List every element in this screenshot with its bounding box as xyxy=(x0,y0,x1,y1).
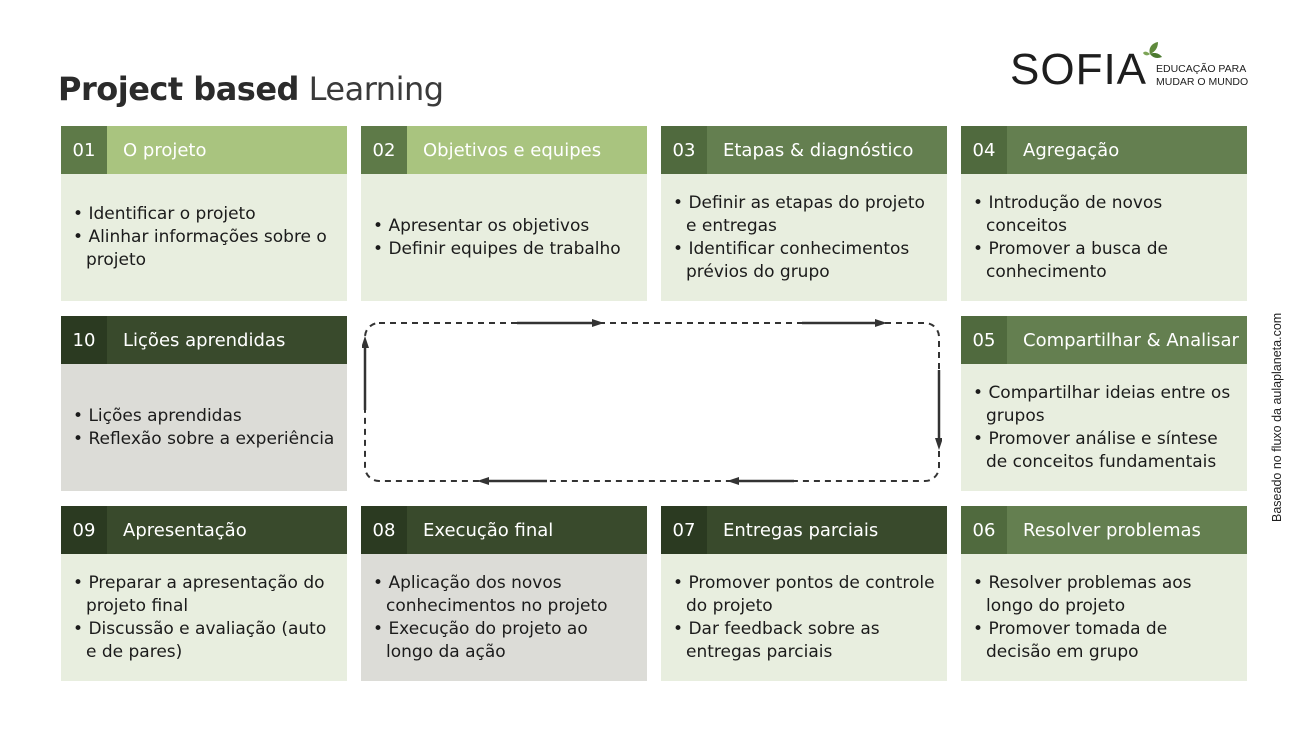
card-07: 07 Entregas parciais Promover pontos de … xyxy=(661,506,947,681)
card-title: Compartilhar & Analisar xyxy=(1023,329,1239,351)
arrow-left-bottom-2 xyxy=(477,477,547,485)
card-list: Preparar a apresentação do projeto final… xyxy=(61,572,347,664)
logo-tagline: EDUCAÇÃO PARA MUDAR O MUNDO xyxy=(1156,63,1248,89)
list-item: Definir as etapas do projeto e entregas xyxy=(673,192,937,238)
list-item: Reflexão sobre a experiência xyxy=(73,428,334,451)
card-header: 08 Execução final xyxy=(361,506,647,554)
card-05: 05 Compartilhar & Analisar Compartilhar … xyxy=(961,316,1247,491)
card-header: 05 Compartilhar & Analisar xyxy=(961,316,1247,364)
card-number: 02 xyxy=(361,126,407,174)
arrow-down-right xyxy=(935,370,942,450)
card-title: Apresentação xyxy=(123,519,247,541)
card-body: Promover pontos de controle do projeto D… xyxy=(661,554,947,681)
list-item: Promover pontos de controle do projeto xyxy=(673,572,937,618)
list-item: Lições aprendidas xyxy=(73,405,334,428)
card-header: 10 Lições aprendidas xyxy=(61,316,347,364)
card-body: Aplicação dos novos conhecimentos no pro… xyxy=(361,554,647,681)
card-body: Compartilhar ideias entre os grupos Prom… xyxy=(961,364,1247,491)
list-item: Alinhar informações sobre o projeto xyxy=(73,226,337,272)
card-body: Apresentar os objetivos Definir equipes … xyxy=(361,174,647,301)
card-title: Entregas parciais xyxy=(723,519,879,541)
logo-tagline-1: EDUCAÇÃO PARA xyxy=(1156,63,1247,75)
title-bold: Project based xyxy=(58,70,299,108)
card-body: Preparar a apresentação do projeto final… xyxy=(61,554,347,681)
card-list: Compartilhar ideias entre os grupos Prom… xyxy=(961,382,1247,474)
list-item: Apresentar os objetivos xyxy=(373,215,621,238)
card-title: O projeto xyxy=(123,139,207,161)
card-number: 01 xyxy=(61,126,107,174)
card-title: Agregação xyxy=(1023,139,1120,161)
list-item: Compartilhar ideias entre os grupos xyxy=(973,382,1237,428)
card-header: 07 Entregas parciais xyxy=(661,506,947,554)
card-list: Definir as etapas do projeto e entregas … xyxy=(661,192,947,284)
cycle-flow-arrows xyxy=(362,319,942,485)
arrow-left-bottom-1 xyxy=(727,477,794,485)
card-list: Lições aprendidas Reflexão sobre a exper… xyxy=(61,405,344,451)
card-number: 08 xyxy=(361,506,407,554)
card-title: Objetivos e equipes xyxy=(423,139,602,161)
card-06: 06 Resolver problemas Resolver problemas… xyxy=(961,506,1247,681)
card-body: Introdução de novos conceitos Promover a… xyxy=(961,174,1247,301)
card-09: 09 Apresentação Preparar a apresentação … xyxy=(61,506,347,681)
list-item: Discussão e avaliação (auto e de pares) xyxy=(73,618,337,664)
card-header: 02 Objetivos e equipes xyxy=(361,126,647,174)
card-number: 06 xyxy=(961,506,1007,554)
card-number: 07 xyxy=(661,506,707,554)
card-header: 01 O projeto xyxy=(61,126,347,174)
card-body: Definir as etapas do projeto e entregas … xyxy=(661,174,947,301)
card-list: Introdução de novos conceitos Promover a… xyxy=(961,192,1247,284)
card-list: Aplicação dos novos conhecimentos no pro… xyxy=(361,572,647,664)
card-body: Lições aprendidas Reflexão sobre a exper… xyxy=(61,364,347,491)
list-item: Identificar o projeto xyxy=(73,203,337,226)
card-body: Resolver problemas aos longo do projeto … xyxy=(961,554,1247,681)
card-body: Identificar o projeto Alinhar informaçõe… xyxy=(61,174,347,301)
list-item: Introdução de novos conceitos xyxy=(973,192,1237,238)
logo-tagline-2: MUDAR O MUNDO xyxy=(1156,76,1249,88)
list-item: Promover tomada de decisão em grupo xyxy=(973,618,1237,664)
arrow-up-left xyxy=(362,336,369,410)
card-title: Lições aprendidas xyxy=(123,329,286,351)
card-list: Promover pontos de controle do projeto D… xyxy=(661,572,947,664)
card-04: 04 Agregação Introdução de novos conceit… xyxy=(961,126,1247,301)
card-title: Execução final xyxy=(423,519,554,541)
card-list: Apresentar os objetivos Definir equipes … xyxy=(361,215,631,261)
list-item: Preparar a apresentação do projeto final xyxy=(73,572,337,618)
card-list: Identificar o projeto Alinhar informaçõe… xyxy=(61,203,347,272)
card-header: 03 Etapas & diagnóstico xyxy=(661,126,947,174)
list-item: Execução do projeto ao longo da ação xyxy=(373,618,637,664)
card-number: 03 xyxy=(661,126,707,174)
cycle-dashed-loop xyxy=(364,322,940,482)
card-list: Resolver problemas aos longo do projeto … xyxy=(961,572,1247,664)
list-item: Promover a busca de conhecimento xyxy=(973,238,1237,284)
card-number: 10 xyxy=(61,316,107,364)
list-item: Identificar conhecimentos prévios do gru… xyxy=(673,238,937,284)
card-10: 10 Lições aprendidas Lições aprendidas R… xyxy=(61,316,347,491)
logo-word: SOFIA xyxy=(1010,45,1148,94)
source-note: Baseado no fluxo da aulaplaneta.com xyxy=(1270,312,1284,522)
page-title: Project based Learning xyxy=(58,70,444,108)
card-header: 09 Apresentação xyxy=(61,506,347,554)
leaf-icon xyxy=(1143,42,1162,58)
arrow-right-top-1 xyxy=(517,319,604,327)
list-item: Resolver problemas aos longo do projeto xyxy=(973,572,1237,618)
card-01: 01 O projeto Identificar o projeto Alinh… xyxy=(61,126,347,301)
card-title: Etapas & diagnóstico xyxy=(723,139,914,161)
card-08: 08 Execução final Aplicação dos novos co… xyxy=(361,506,647,681)
card-header: 04 Agregação xyxy=(961,126,1247,174)
card-number: 05 xyxy=(961,316,1007,364)
card-number: 09 xyxy=(61,506,107,554)
card-number: 04 xyxy=(961,126,1007,174)
card-header: 06 Resolver problemas xyxy=(961,506,1247,554)
card-title: Resolver problemas xyxy=(1023,519,1201,541)
list-item: Dar feedback sobre as entregas parciais xyxy=(673,618,937,664)
list-item: Aplicação dos novos conhecimentos no pro… xyxy=(373,572,637,618)
card-02: 02 Objetivos e equipes Apresentar os obj… xyxy=(361,126,647,301)
title-light: Learning xyxy=(308,70,444,108)
card-03: 03 Etapas & diagnóstico Definir as etapa… xyxy=(661,126,947,301)
list-item: Definir equipes de trabalho xyxy=(373,238,620,261)
arrow-right-top-2 xyxy=(802,319,887,327)
list-item: Promover análise e síntese de conceitos … xyxy=(973,428,1237,474)
